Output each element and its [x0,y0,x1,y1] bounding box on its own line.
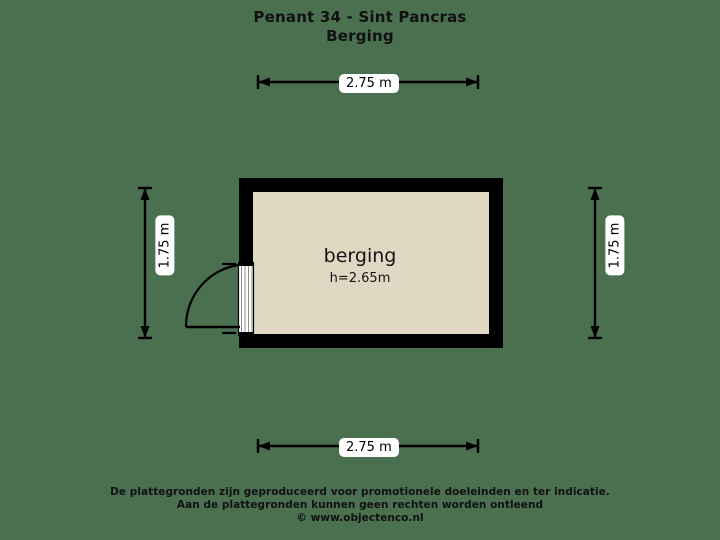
door-opening [237,262,255,336]
room-interior [253,192,489,334]
room-name-label: berging [323,245,397,267]
footer-disclaimer: De plattegronden zijn geproduceerd voor … [0,486,720,525]
dimension-right [588,186,602,340]
footer-line-3-copyright: © www.objectenco.nl [296,512,424,524]
footer-line-2: Aan de plattegronden kunnen geen rechten… [176,499,544,511]
title-subtitle: Berging [326,27,394,45]
page-title: Penant 34 - Sint Pancras Berging [0,8,720,46]
dimension-label-top: 2.75 m [339,74,399,93]
title-address: Penant 34 - Sint Pancras [253,8,467,26]
footer-line-1: De plattegronden zijn geproduceerd voor … [110,486,610,498]
dimension-label-bottom: 2.75 m [339,438,399,457]
dimension-left [138,186,152,340]
door-swing-arc [184,262,240,335]
room-walls [239,178,503,348]
room-height-label: h=2.65m [329,271,391,286]
